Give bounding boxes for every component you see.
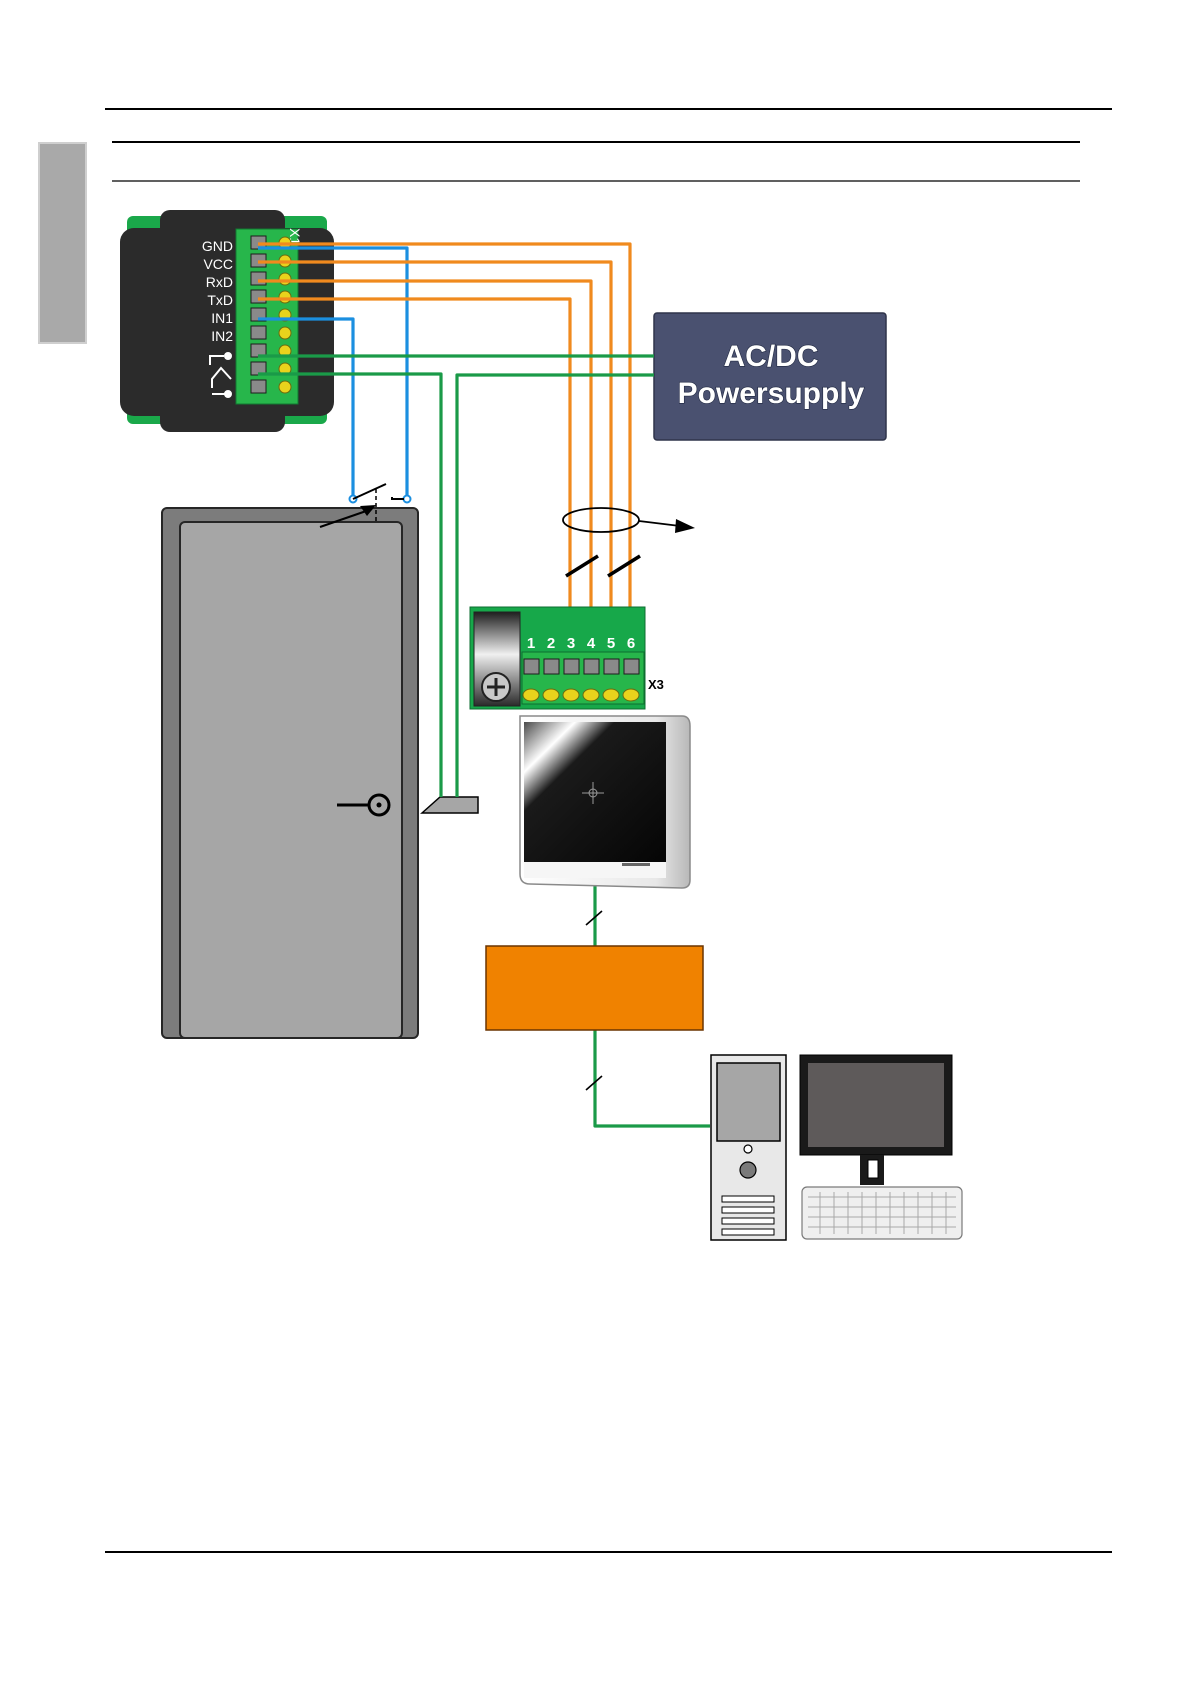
power-supply: AC/DC Powersupply [654,313,886,440]
x3-pin-4: 4 [587,635,596,652]
pc-tower-icon [711,1055,786,1240]
terminal-label-in2: IN2 [211,328,233,344]
monitor-icon [800,1055,952,1185]
x3-pin-2: 2 [547,635,555,652]
reader-terminal-block: 1 2 3 4 5 6 X3 [470,607,664,709]
terminal-label-in1: IN1 [211,310,233,326]
terminal-label-txd: TxD [207,292,233,308]
x3-pin-6: 6 [627,635,635,652]
power-supply-line1: AC/DC [724,340,819,373]
x3-pin-3: 3 [567,635,575,652]
x3-pin-5: 5 [607,635,615,652]
terminal-label-gnd: GND [202,238,233,254]
terminal-label-vcc: VCC [203,256,233,272]
power-supply-line2: Powersupply [678,377,865,410]
card-reader [520,716,690,888]
keyboard-icon [802,1187,962,1239]
door [162,508,418,1038]
wire-controller-to-pc-green [595,1030,710,1126]
x3-pin-1: 1 [527,635,535,652]
terminal-label-rxd: RxD [206,274,233,290]
controller-box [486,946,703,1030]
chapter-side-tab [39,143,86,343]
x3-block-label: X3 [648,677,664,692]
door-strike-icon [422,797,478,813]
